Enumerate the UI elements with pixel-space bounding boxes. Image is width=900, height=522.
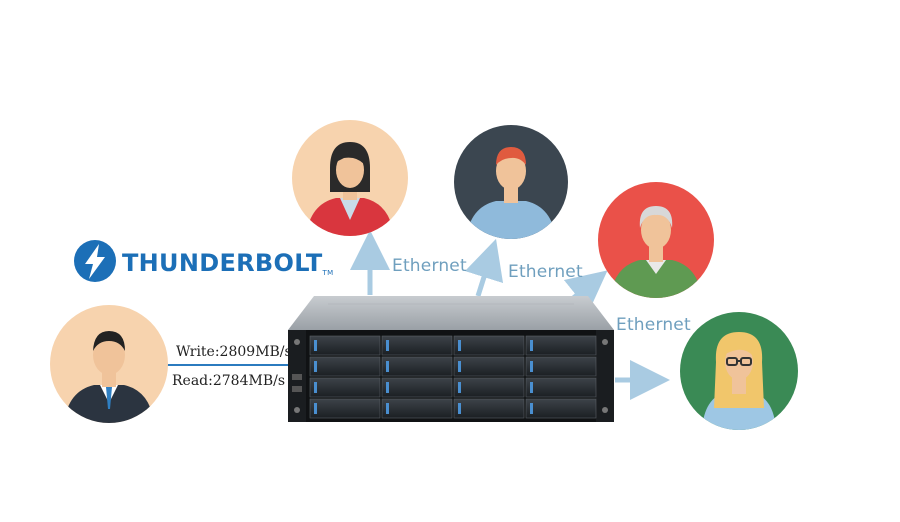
read-speed-label: Read:2784MB/s — [172, 373, 286, 389]
drive-bay — [309, 335, 381, 356]
right-rack-ear — [596, 330, 614, 422]
drive-bay — [309, 377, 381, 398]
drive-bay-led — [314, 403, 317, 414]
drive-bay-led — [386, 340, 389, 351]
woman-glasses-avatar — [680, 312, 798, 430]
drive-bay — [453, 398, 525, 419]
young-man-avatar — [454, 125, 568, 239]
ethernet-label-2: Ethernet — [508, 262, 583, 282]
drive-bay-led — [458, 403, 461, 414]
drive-bay — [309, 356, 381, 377]
elderly-man-avatar — [598, 182, 714, 298]
drive-bay — [453, 335, 525, 356]
drive-bay — [525, 377, 597, 398]
thunderbolt-wordmark: THUNDERBOLTTM — [122, 249, 334, 277]
drive-bay-led — [530, 403, 533, 414]
write-speed-label: Write:2809MB/s — [176, 344, 292, 360]
businessman-avatar — [50, 305, 168, 423]
drive-bay — [309, 398, 381, 419]
drive-bay-led — [530, 361, 533, 372]
drive-bay-led — [386, 382, 389, 393]
drive-bay-led — [314, 382, 317, 393]
drive-bay — [381, 377, 453, 398]
drive-bay — [381, 398, 453, 419]
drive-bays — [309, 335, 597, 419]
trademark-mark: TM — [322, 269, 334, 277]
drive-bay-led — [386, 403, 389, 414]
drive-bay — [381, 356, 453, 377]
ethernet-label-3: Ethernet — [616, 315, 691, 335]
drive-bay-led — [314, 361, 317, 372]
drive-bay-led — [530, 382, 533, 393]
drive-bay — [453, 356, 525, 377]
drive-bay — [525, 335, 597, 356]
server-top-cover — [288, 296, 614, 330]
thunderbolt-logo: THUNDERBOLTTM — [72, 238, 333, 288]
drive-bay-led — [530, 340, 533, 351]
drive-bay-led — [458, 340, 461, 351]
drive-bay — [381, 335, 453, 356]
storage-rack-server — [288, 296, 614, 422]
drive-bay-led — [458, 382, 461, 393]
drive-bay-led — [458, 361, 461, 372]
drive-bay — [525, 356, 597, 377]
drive-bay-led — [386, 361, 389, 372]
thunderbolt-bolt-icon — [74, 240, 116, 282]
ethernet-arrow-2 — [464, 238, 504, 297]
drive-bay — [453, 377, 525, 398]
drive-bay-led — [314, 340, 317, 351]
drive-bay — [525, 398, 597, 419]
businesswoman-avatar — [292, 120, 408, 236]
ethernet-label-1: Ethernet — [392, 256, 467, 276]
